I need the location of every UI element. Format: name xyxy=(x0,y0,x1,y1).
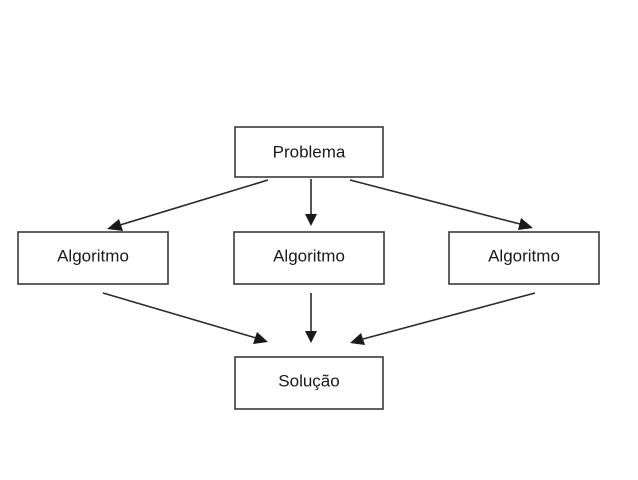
edge-problem-to-algorithm-left xyxy=(119,179,269,226)
arrow-head-problem-to-algorithm-right xyxy=(518,218,533,230)
node-algorithm-right: Algoritmo xyxy=(448,231,600,285)
arrow-head-problem-to-algorithm-center xyxy=(305,214,317,226)
edge-problem-to-algorithm-right xyxy=(349,179,521,225)
arrow-head-problem-to-algorithm-left xyxy=(107,219,123,231)
node-problem-box xyxy=(234,126,384,178)
node-algorithm-left: Algoritmo xyxy=(17,231,169,285)
node-problem: Problema xyxy=(234,126,384,178)
node-algorithm-right-box xyxy=(448,231,600,285)
edges xyxy=(102,179,536,345)
node-algorithm-right-label: Algoritmo xyxy=(488,247,560,266)
arrow-head-algorithm-right-to-solution xyxy=(350,333,365,345)
node-solution-label: Solução xyxy=(278,372,339,391)
node-algorithm-left-label: Algoritmo xyxy=(57,247,129,266)
node-solution: Solução xyxy=(234,356,384,410)
arrow-head-algorithm-center-to-solution xyxy=(305,331,317,343)
arrow-head-algorithm-left-to-solution xyxy=(253,332,268,344)
node-algorithm-center-box xyxy=(233,231,385,285)
edge-algorithm-left-to-solution xyxy=(102,292,257,339)
node-algorithm-center: Algoritmo xyxy=(233,231,385,285)
node-solution-box xyxy=(234,356,384,410)
edge-algorithm-right-to-solution xyxy=(362,292,536,340)
node-algorithm-center-label: Algoritmo xyxy=(273,247,345,266)
node-problem-label: Problema xyxy=(273,143,346,162)
node-algorithm-left-box xyxy=(17,231,169,285)
